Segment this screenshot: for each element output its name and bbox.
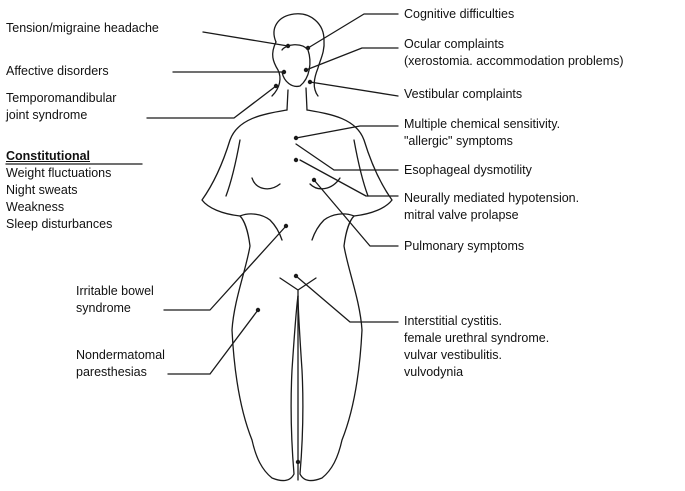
constitutional-item: Sleep disturbances — [6, 216, 112, 233]
left-arm-inner — [226, 140, 240, 196]
label-mcs: Multiple chemical sensitivity. "allergic… — [404, 116, 560, 150]
label-esophageal: Esophageal dysmotility — [404, 162, 532, 179]
label-interstitial-cystitis: Interstitial cystitis. female urethral s… — [404, 313, 549, 381]
label-tmj-line2: joint syndrome — [6, 107, 116, 124]
label-pulmonary: Pulmonary symptoms — [404, 238, 524, 255]
label-nmh: Neurally mediated hypotension. mitral va… — [404, 190, 579, 224]
label-affective-disorders: Affective disorders — [6, 63, 109, 80]
leader-mcs — [296, 126, 398, 138]
dot-mcs — [294, 136, 298, 140]
constitutional-item: Weight fluctuations — [6, 165, 112, 182]
leader-cognitive — [308, 14, 398, 48]
label-mcs-line1: Multiple chemical sensitivity. — [404, 116, 560, 133]
dot-ic — [294, 274, 298, 278]
pelvic-mark — [280, 278, 316, 480]
leader-ic — [296, 276, 398, 322]
label-paresthesias-line2: paresthesias — [76, 364, 165, 381]
constitutional-item: Night sweats — [6, 182, 112, 199]
leader-tmj — [147, 86, 276, 118]
label-ibs: Irritable bowel syndrome — [76, 283, 154, 317]
left-breast — [252, 178, 280, 189]
dot-head — [286, 44, 290, 48]
leader-ibs — [164, 226, 286, 310]
label-mcs-line2: "allergic" symptoms — [404, 133, 560, 150]
label-vestibular: Vestibular complaints — [404, 86, 522, 103]
label-tmj-line1: Temporomandibular — [6, 90, 116, 107]
label-paresthesias-line1: Nondermatomal — [76, 347, 165, 364]
constitutional-block: Constitutional Weight fluctuations Night… — [6, 148, 112, 233]
label-ic-line2: female urethral syndrome. — [404, 330, 549, 347]
label-nmh-line1: Neurally mediated hypotension. — [404, 190, 579, 207]
dot-vestibular — [308, 80, 312, 84]
label-nmh-line2: mitral valve prolapse — [404, 207, 579, 224]
neck-outline — [287, 88, 307, 110]
label-paresthesias: Nondermatomal paresthesias — [76, 347, 165, 381]
label-ic-line3: vulvar vestibulitis. — [404, 347, 549, 364]
leader-vestibular — [310, 82, 398, 96]
dot-ibs — [284, 224, 288, 228]
constitutional-heading: Constitutional — [6, 148, 112, 165]
label-ocular: Ocular complaints (xerostomia. accommoda… — [404, 36, 624, 70]
label-ocular-line2: (xerostomia. accommodation problems) — [404, 53, 624, 70]
leader-paresthesias — [168, 310, 258, 374]
label-ocular-line1: Ocular complaints — [404, 36, 624, 53]
face-outline — [282, 45, 310, 87]
dot-tmj — [274, 84, 278, 88]
label-ibs-line1: Irritable bowel — [76, 283, 154, 300]
leader-ocular — [306, 48, 398, 70]
dot-ocular — [304, 68, 308, 72]
label-ic-line4: vulvodynia — [404, 364, 549, 381]
dot-foot — [296, 460, 300, 464]
label-cognitive: Cognitive difficulties — [404, 6, 514, 23]
dot-paresthesias — [256, 308, 260, 312]
right-arm-inner — [354, 140, 368, 196]
dot-affective — [282, 70, 286, 74]
body-left-outline — [202, 110, 298, 481]
dot-cognitive — [306, 46, 310, 50]
dot-pulmonary — [312, 178, 316, 182]
label-ic-line1: Interstitial cystitis. — [404, 313, 549, 330]
dot-esophageal — [294, 158, 298, 162]
body-right-outline — [298, 110, 392, 481]
label-ibs-line2: syndrome — [76, 300, 154, 317]
label-tension-migraine: Tension/migraine headache — [6, 20, 159, 37]
constitutional-item: Weakness — [6, 199, 112, 216]
label-tmj: Temporomandibular joint syndrome — [6, 90, 116, 124]
